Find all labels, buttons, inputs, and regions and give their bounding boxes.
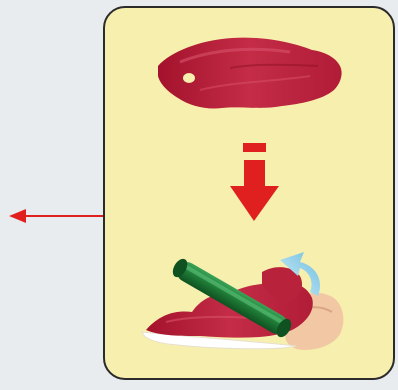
raw-meat-cut-icon — [158, 38, 342, 109]
down-arrow-icon — [230, 143, 279, 221]
